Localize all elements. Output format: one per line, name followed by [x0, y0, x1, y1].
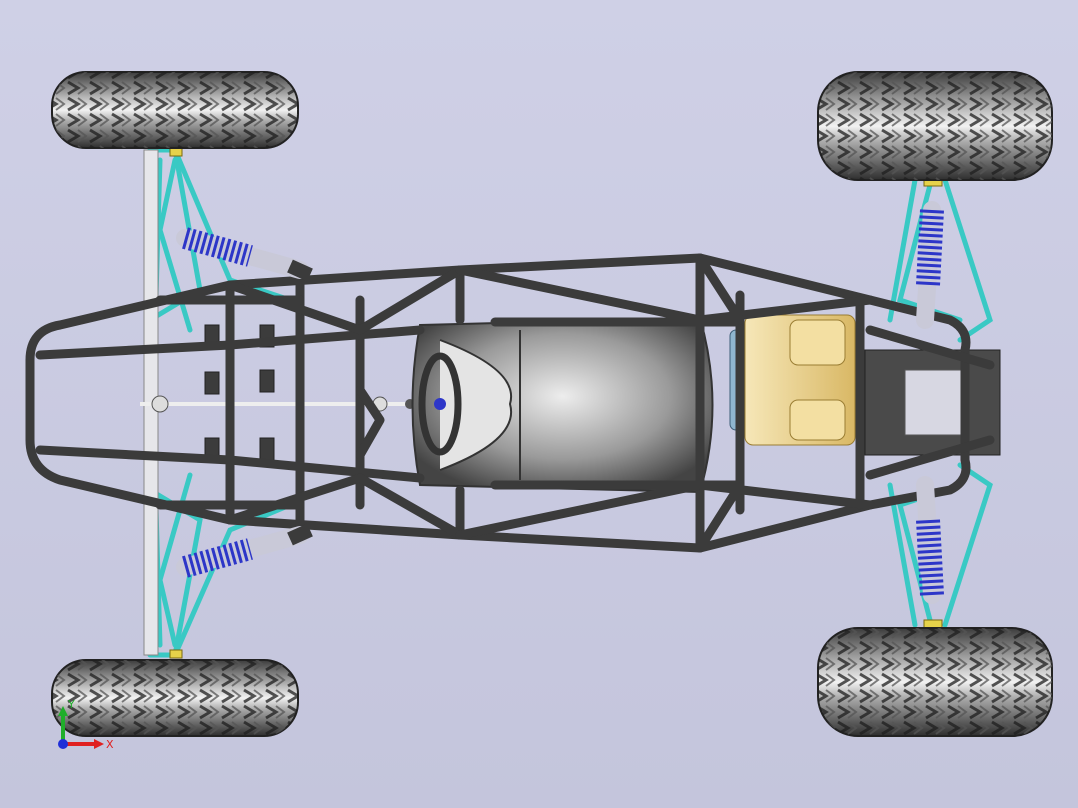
triad-y-label: Y	[67, 700, 75, 711]
driver-seat[interactable]	[411, 316, 714, 494]
chassis-frame[interactable]	[25, 253, 995, 553]
rear-right-damper[interactable]	[176, 523, 313, 578]
front-left-damper[interactable]	[916, 201, 944, 329]
tire-rear-right[interactable]	[51, 659, 299, 737]
tire-rear-left[interactable]	[51, 71, 299, 149]
tire-front-left[interactable]	[817, 71, 1053, 181]
rear-axle	[140, 149, 420, 656]
tire-front-right[interactable]	[817, 627, 1053, 737]
front-right-damper[interactable]	[916, 476, 944, 604]
engine-assembly[interactable]	[729, 314, 1001, 456]
coordinate-triad-icon: X Y	[58, 700, 114, 751]
rear-left-damper[interactable]	[176, 227, 313, 282]
pedal-box	[204, 324, 275, 461]
rear-suspension[interactable]	[147, 147, 293, 658]
triad-x-label: X	[106, 738, 114, 751]
